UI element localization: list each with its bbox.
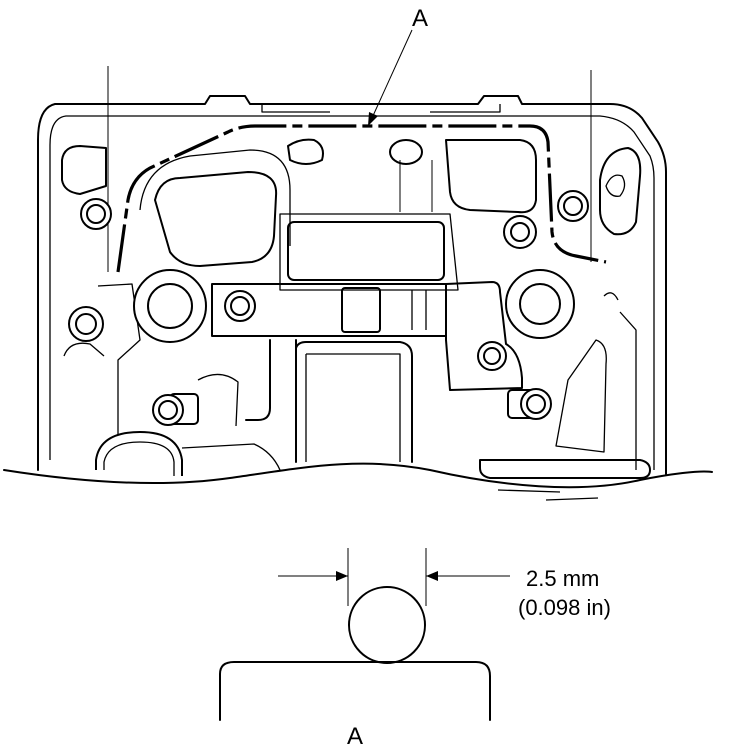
callout-top-label: A — [412, 5, 428, 32]
housing-outline — [37, 95, 667, 475]
lower-right-slot — [479, 459, 651, 479]
lower-channel-inner — [305, 353, 401, 462]
passage-far-left — [61, 145, 107, 195]
bolt-lower-left — [152, 373, 239, 427]
top-notch-right — [430, 104, 501, 113]
bolt-bracket — [477, 341, 507, 371]
bolt-mid-right — [503, 215, 537, 249]
passage-right — [445, 139, 537, 214]
right-side-rib — [603, 292, 637, 470]
housing-body — [37, 95, 667, 475]
callout-bottom-label: A — [347, 723, 363, 750]
seal-line — [116, 124, 607, 273]
cutaway-residual — [497, 489, 599, 501]
dimension-mm: 2.5 mm — [526, 566, 599, 591]
groove-surface — [219, 661, 491, 721]
plate-window — [341, 287, 381, 333]
lower-right-rib — [555, 339, 607, 453]
boss-left-large — [133, 269, 207, 343]
passage-far-right — [599, 147, 642, 236]
callout-top: A — [368, 5, 428, 126]
left-side-rib — [63, 283, 141, 470]
dimension-in: (0.098 in) — [518, 595, 611, 620]
cutaway-line — [3, 462, 713, 489]
dim-arrow-right — [426, 571, 438, 581]
passage-slot-top-1 — [287, 138, 324, 165]
internal-passages — [61, 138, 642, 291]
boss-right-large — [505, 269, 575, 339]
lower-channel — [245, 339, 413, 463]
top-notch-left — [261, 104, 330, 113]
center-plate — [211, 281, 523, 391]
reference-lines — [107, 66, 592, 272]
passage-upper-left-inner — [139, 149, 291, 246]
passage-center — [287, 221, 445, 281]
bolt-top-left — [80, 198, 112, 230]
seal-cross-section — [348, 586, 426, 664]
bolt-plate-left — [224, 290, 256, 322]
piston-cylinder — [95, 430, 281, 476]
seal-detail: 2.5 mm (0.098 in) A — [219, 548, 611, 750]
passage-center-outer — [279, 213, 459, 291]
bolt-left-edge — [68, 306, 104, 342]
leader-arrowhead — [368, 112, 378, 126]
housing-inner-rim — [49, 115, 655, 470]
dim-arrow-left — [336, 571, 348, 581]
seal-groove — [116, 124, 607, 273]
bolts — [68, 190, 589, 476]
bolt-lower-right — [507, 388, 552, 420]
bolt-top-right — [557, 190, 589, 222]
passage-slot-top-2 — [389, 139, 423, 165]
passage-far-right-inner — [605, 174, 626, 197]
lower-structure — [63, 283, 651, 479]
leader-line — [371, 29, 413, 119]
passage-upper-left — [154, 171, 278, 267]
right-bracket — [445, 281, 523, 391]
